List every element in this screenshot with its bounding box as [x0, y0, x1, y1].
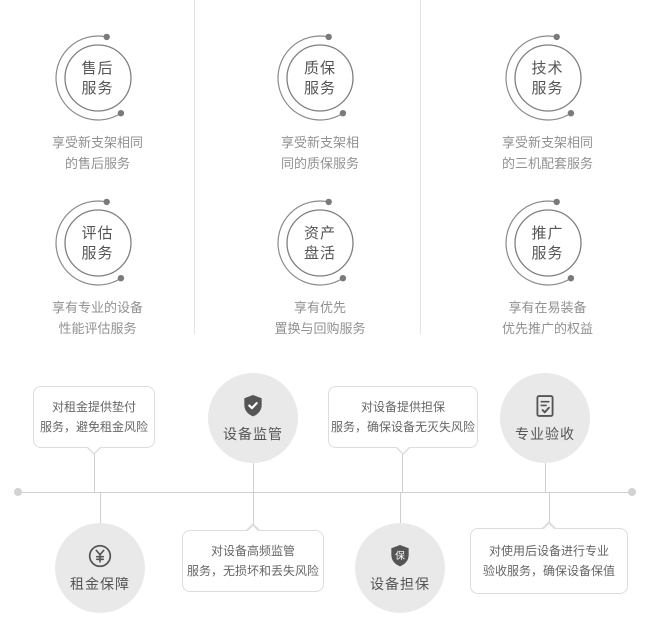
- service-badge-label: 推广服务: [531, 224, 564, 262]
- connector-line: [253, 492, 254, 530]
- connector-line: [400, 492, 401, 523]
- service-desc: 享有在易装备优先推广的权益: [501, 300, 593, 337]
- arc-circle-icon: [504, 33, 582, 121]
- flow-node-rent-protection: 租金保障: [55, 523, 145, 613]
- connector-line: [100, 492, 101, 523]
- connector-line: [402, 448, 403, 492]
- flow-node-equipment-supervision: 设备监管: [208, 373, 298, 463]
- services-section: 售后服务 享受新支架相同的售后服务 质保服务 享受新支架相同的质保服务: [0, 0, 650, 342]
- line-end-dot-left: [14, 488, 22, 496]
- column-divider: [420, 0, 421, 334]
- service-desc: 享有优先置换与回购服务: [274, 300, 366, 337]
- connector-line: [94, 448, 95, 492]
- bubble-line: 对使用后设备进行专业: [488, 543, 609, 558]
- service-badge-label: 质保服务: [303, 59, 337, 97]
- flow-bubble-supervision-detail: 对设备高频监管 服务，无损坏和丢失风险: [182, 530, 324, 592]
- arc-circle-icon: [277, 33, 354, 121]
- service-desc: 享有专业的设备性能评估服务: [51, 300, 143, 337]
- column-divider: [194, 0, 195, 334]
- service-badge: 售后服务: [50, 28, 146, 124]
- service-cell-aftersales: 售后服务 享受新支架相同的售后服务: [0, 12, 195, 177]
- service-badge-label: 售后服务: [81, 59, 114, 97]
- service-desc: 享受新支架相同的质保服务: [280, 135, 359, 172]
- shield-guarantee-icon: 保: [391, 544, 409, 566]
- bubble-line: 服务，避免租金风险: [39, 420, 148, 434]
- node-label: 租金保障: [70, 575, 130, 592]
- shield-check-icon: [244, 394, 262, 416]
- service-badge-label: 技术服务: [531, 59, 564, 97]
- bubble-line: 服务，无损坏和丢失风险: [187, 564, 320, 578]
- bubble-line: 对租金提供垫付: [51, 399, 136, 414]
- bubble-line: 服务，确保设备无灭失风险: [331, 420, 476, 434]
- service-badge: 质保服务: [272, 28, 368, 124]
- bubble-line: 验收服务，确保设备保值: [482, 564, 615, 578]
- flow-line: [22, 492, 628, 493]
- service-desc: 享受新支架相同的三机配套服务: [501, 135, 593, 172]
- node-label: 专业验收: [515, 425, 575, 442]
- service-badge: 技术服务: [500, 28, 596, 124]
- bubble-line: 对设备提供担保: [360, 399, 445, 414]
- arc-circle-icon: [504, 198, 582, 286]
- service-cell-technical: 技术服务 享受新支架相同的三机配套服务: [445, 12, 650, 177]
- flow-bubble-rent-advance: 对租金提供垫付 服务，避免租金风险: [33, 386, 155, 448]
- service-badge: 推广服务: [500, 193, 596, 289]
- service-cell-promotion: 推广服务 享有在易装备优先推广的权益: [445, 177, 650, 342]
- line-end-dot-right: [628, 488, 636, 496]
- arc-circle-icon: [54, 198, 132, 286]
- connector-line: [253, 463, 254, 492]
- flow-bubble-acceptance-detail: 对使用后设备进行专业 验收服务，确保设备保值: [470, 528, 628, 594]
- service-badge-label: 资产盘活: [303, 224, 337, 262]
- yen-coin-icon: [88, 544, 112, 567]
- svg-text:保: 保: [395, 549, 405, 562]
- flow-bubble-guarantee: 对设备提供担保 服务，确保设备无灭失风险: [328, 386, 478, 448]
- service-desc: 享受新支架相同的售后服务: [51, 135, 143, 172]
- node-label: 设备监管: [223, 425, 283, 442]
- arc-circle-icon: [54, 33, 132, 121]
- service-cell-asset: 资产盘活 享有优先置换与回购服务: [195, 177, 445, 342]
- service-cell-warranty: 质保服务 享受新支架相同的质保服务: [195, 12, 445, 177]
- flow-node-professional-acceptance: 专业验收: [500, 373, 590, 463]
- bubble-line: 对设备高频监管: [210, 543, 295, 558]
- connector-line: [545, 463, 546, 492]
- connector-line: [549, 492, 550, 528]
- arc-circle-icon: [277, 198, 354, 286]
- service-badge: 资产盘活: [272, 193, 368, 289]
- node-label: 设备担保: [370, 575, 430, 592]
- process-section: 对租金提供垫付 服务，避免租金风险 对设备提供担保 服务，确保设备无灭失风险 设…: [0, 340, 650, 639]
- clipboard-check-icon: [536, 394, 554, 417]
- flow-node-equipment-guarantee: 保 设备担保: [355, 523, 445, 613]
- service-badge: 评估服务: [50, 193, 146, 289]
- service-badge-label: 评估服务: [81, 224, 114, 262]
- service-cell-evaluation: 评估服务 享有专业的设备性能评估服务: [0, 177, 195, 342]
